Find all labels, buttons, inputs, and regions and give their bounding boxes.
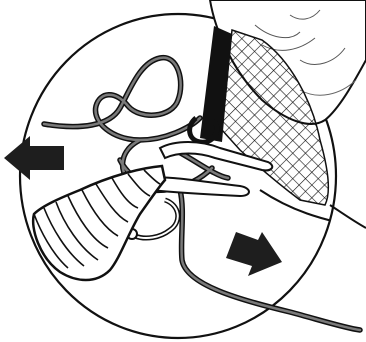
knot-tying-illustration: [0, 0, 366, 342]
